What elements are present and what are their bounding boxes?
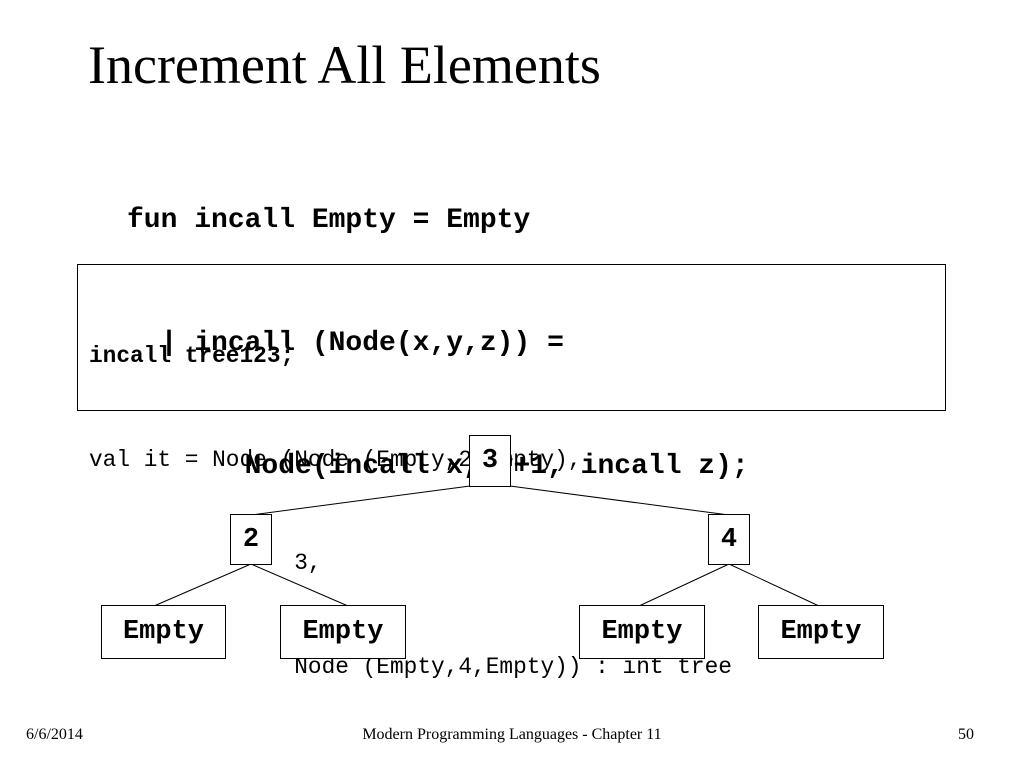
- repl-output-line: 3,: [89, 550, 322, 576]
- tree-node-root: 3: [469, 435, 511, 487]
- tree-leaf-empty: Empty: [758, 605, 884, 659]
- footer-course-title: Modern Programming Languages - Chapter 1…: [362, 726, 662, 743]
- tree-node-left: 2: [230, 514, 272, 565]
- footer-date: 6/6/2014: [26, 726, 83, 743]
- repl-output-box: incall tree123; val it = Node (Node (Emp…: [77, 264, 946, 680]
- code-line: fun incall Empty = Empty: [127, 205, 531, 236]
- tree-node-right: 4: [708, 514, 750, 565]
- footer-page-number: 50: [958, 726, 974, 743]
- repl-input-line: incall tree123;: [89, 343, 295, 369]
- tree-leaf-empty: Empty: [101, 605, 226, 659]
- repl-output-line: val it = Node (Node (Empty,2,Empty),: [89, 446, 582, 473]
- tree-edge: [728, 563, 820, 607]
- repl-text: incall tree123; val it = Node (Node (Emp…: [89, 270, 732, 753]
- slide-title: Increment All Elements: [88, 35, 601, 95]
- tree-leaf-empty: Empty: [579, 605, 705, 659]
- code-block: fun incall Empty = Empty | incall (Node(…: [127, 118, 749, 528]
- tree-leaf-empty: Empty: [280, 605, 406, 659]
- code-line: | incall (Node(x,y,z)) =: [127, 328, 564, 359]
